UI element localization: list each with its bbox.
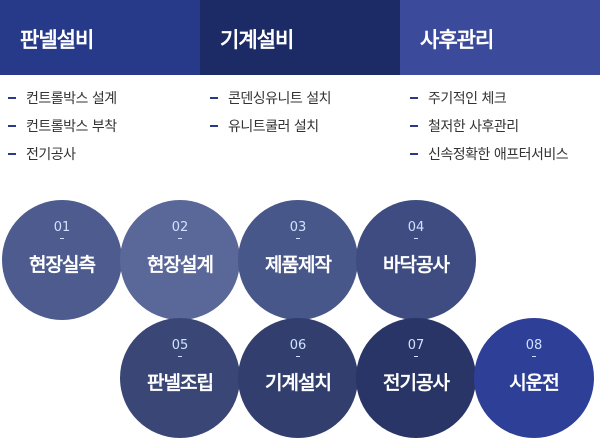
column-header-machine: 기계설비 <box>200 0 400 75</box>
step-circle-03: 03 제품제작 <box>238 200 358 320</box>
machine-items: 콘덴싱유니트 설치 유니트쿨러 설치 <box>210 90 410 146</box>
column-header-aftercare: 사후관리 <box>400 0 600 75</box>
header: 판넬설비 기계설비 사후관리 <box>0 0 600 75</box>
panel-items: 컨트롤박스 설계 컨트롤박스 부착 전기공사 <box>8 90 208 174</box>
list-item: 컨트롤박스 부착 <box>8 118 208 146</box>
list-item: 전기공사 <box>8 146 208 174</box>
step-circle-08: 08 시운전 <box>474 318 594 438</box>
step-circle-01: 01 현장실측 <box>2 200 122 320</box>
step-circle-06: 06 기계설치 <box>238 318 358 438</box>
list-item: 신속정확한 애프터서비스 <box>410 146 600 174</box>
list-item: 콘덴싱유니트 설치 <box>210 90 410 118</box>
step-circle-02: 02 현장설계 <box>120 200 240 320</box>
step-circle-05: 05 판넬조립 <box>120 318 240 438</box>
list-item: 주기적인 체크 <box>410 90 600 118</box>
step-circle-04: 04 바닥공사 <box>356 200 476 320</box>
list-item: 컨트롤박스 설계 <box>8 90 208 118</box>
column-header-panel: 판넬설비 <box>0 0 200 75</box>
list-item: 유니트쿨러 설치 <box>210 118 410 146</box>
list-item: 철저한 사후관리 <box>410 118 600 146</box>
aftercare-items: 주기적인 체크 철저한 사후관리 신속정확한 애프터서비스 <box>410 90 600 174</box>
step-circle-07: 07 전기공사 <box>356 318 476 438</box>
